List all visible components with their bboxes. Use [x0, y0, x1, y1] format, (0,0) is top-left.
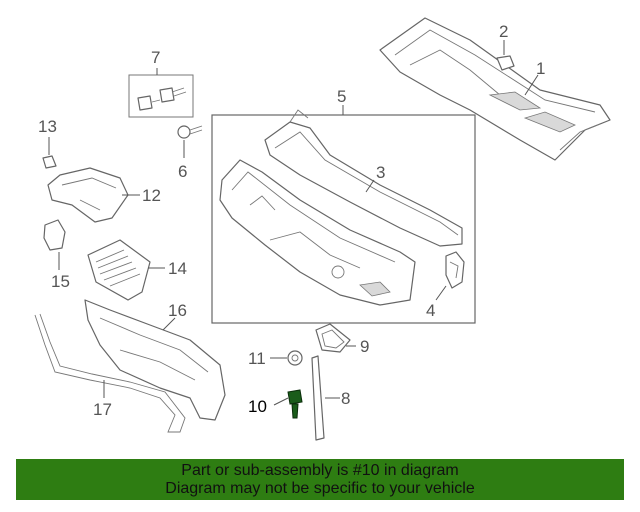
callout-1: 1	[536, 59, 545, 78]
part-17-seal-strip[interactable]	[34, 313, 186, 433]
part-11-nut[interactable]	[287, 350, 303, 366]
callout-14: 14	[168, 259, 187, 278]
callout-8: 8	[341, 389, 350, 408]
part-10-bolt[interactable]	[287, 389, 303, 419]
part-8-strip[interactable]	[311, 355, 325, 441]
part-info-banner: Part or sub-assembly is #10 in diagram D…	[16, 459, 624, 500]
callout-3: 3	[376, 163, 385, 182]
part-6-bolt[interactable]	[177, 125, 203, 139]
callout-15: 15	[51, 272, 70, 291]
part-7-bolt-set[interactable]	[128, 74, 194, 118]
part-12-side-cover[interactable]	[47, 167, 129, 223]
callout-labels: 1 2 3 4 5 6 7 8 9 10 11 12 13 14 15 16 1…	[38, 22, 545, 419]
leader-lines	[48, 40, 539, 406]
part-16-side-shield[interactable]	[84, 299, 226, 421]
part-9-pad[interactable]	[315, 323, 351, 353]
callout-5: 5	[337, 87, 346, 106]
part-3-cowl-member[interactable]	[264, 109, 463, 247]
part-2-clip[interactable]	[496, 55, 515, 71]
exploded-parts-diagram: 1 2 3 4 5 6 7 8 9 10 11 12 13 14 15 16 1…	[34, 17, 611, 441]
part-14-grille[interactable]	[87, 239, 151, 301]
dash-panel[interactable]	[219, 159, 416, 306]
banner-line-part: Part or sub-assembly is #10 in diagram	[181, 461, 459, 479]
callout-7: 7	[151, 48, 160, 67]
callout-16: 16	[168, 301, 187, 320]
callout-13: 13	[38, 117, 57, 136]
callout-10: 10	[248, 397, 267, 416]
callout-12: 12	[142, 186, 161, 205]
callout-6: 6	[178, 162, 187, 181]
part-4-bracket[interactable]	[445, 251, 465, 289]
callout-4: 4	[426, 301, 435, 320]
callout-11: 11	[248, 349, 266, 368]
callout-17: 17	[93, 400, 112, 419]
part-15-clip[interactable]	[43, 219, 66, 251]
callout-2: 2	[499, 22, 508, 41]
callout-9: 9	[360, 337, 369, 356]
part-13-push-clip[interactable]	[42, 155, 57, 169]
banner-line-disclaimer: Diagram may not be specific to your vehi…	[165, 479, 475, 497]
part-1-cowl-panel[interactable]	[379, 17, 611, 161]
